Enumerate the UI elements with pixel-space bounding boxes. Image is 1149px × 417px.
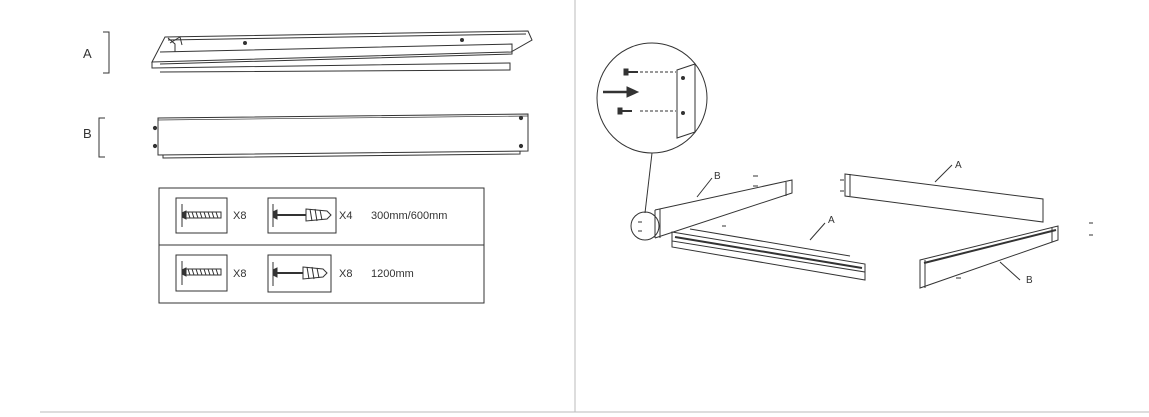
screw-icon xyxy=(175,254,228,292)
size-label: 300mm/600mm xyxy=(371,210,447,222)
part-a-rail xyxy=(151,30,533,73)
arrow-right-icon xyxy=(603,86,640,98)
size-label: 1200mm xyxy=(371,268,414,280)
label-a-back: A xyxy=(955,160,962,171)
part-b-rail xyxy=(152,113,529,159)
joint-detail-circle xyxy=(630,211,660,241)
rail-b-right xyxy=(919,222,1093,289)
hardware-table xyxy=(158,187,485,304)
rail-b-left xyxy=(654,175,793,239)
screw-icon xyxy=(175,197,228,234)
anchor-icon xyxy=(267,254,332,293)
detail-magnifier xyxy=(596,42,708,214)
label-b-right-leader xyxy=(999,261,1021,281)
anchor-icon xyxy=(267,197,337,234)
part-a-label: A xyxy=(83,46,92,61)
label-a-front-leader xyxy=(809,222,826,241)
part-b-bracket xyxy=(98,117,105,158)
anchor-quantity: X8 xyxy=(339,268,352,280)
screw-quantity: X8 xyxy=(233,268,246,280)
table-row: X8 X8 1200mm xyxy=(175,254,414,293)
label-b-left: B xyxy=(714,171,721,182)
rail-a-front xyxy=(671,225,866,281)
screw-quantity: X8 xyxy=(233,210,246,222)
screw-icon xyxy=(623,68,638,76)
part-b-label: B xyxy=(83,126,92,141)
part-a-bracket xyxy=(103,31,110,74)
label-a-front: A xyxy=(828,215,835,226)
table-row: X8 X4 300mm/600mm xyxy=(175,197,447,234)
anchor-quantity: X4 xyxy=(339,210,352,222)
label-a-back-leader xyxy=(934,164,953,183)
label-b-left-leader xyxy=(696,177,713,198)
screw-icon xyxy=(617,107,632,115)
rail-a-back xyxy=(840,173,1044,223)
label-b-right: B xyxy=(1026,275,1033,286)
